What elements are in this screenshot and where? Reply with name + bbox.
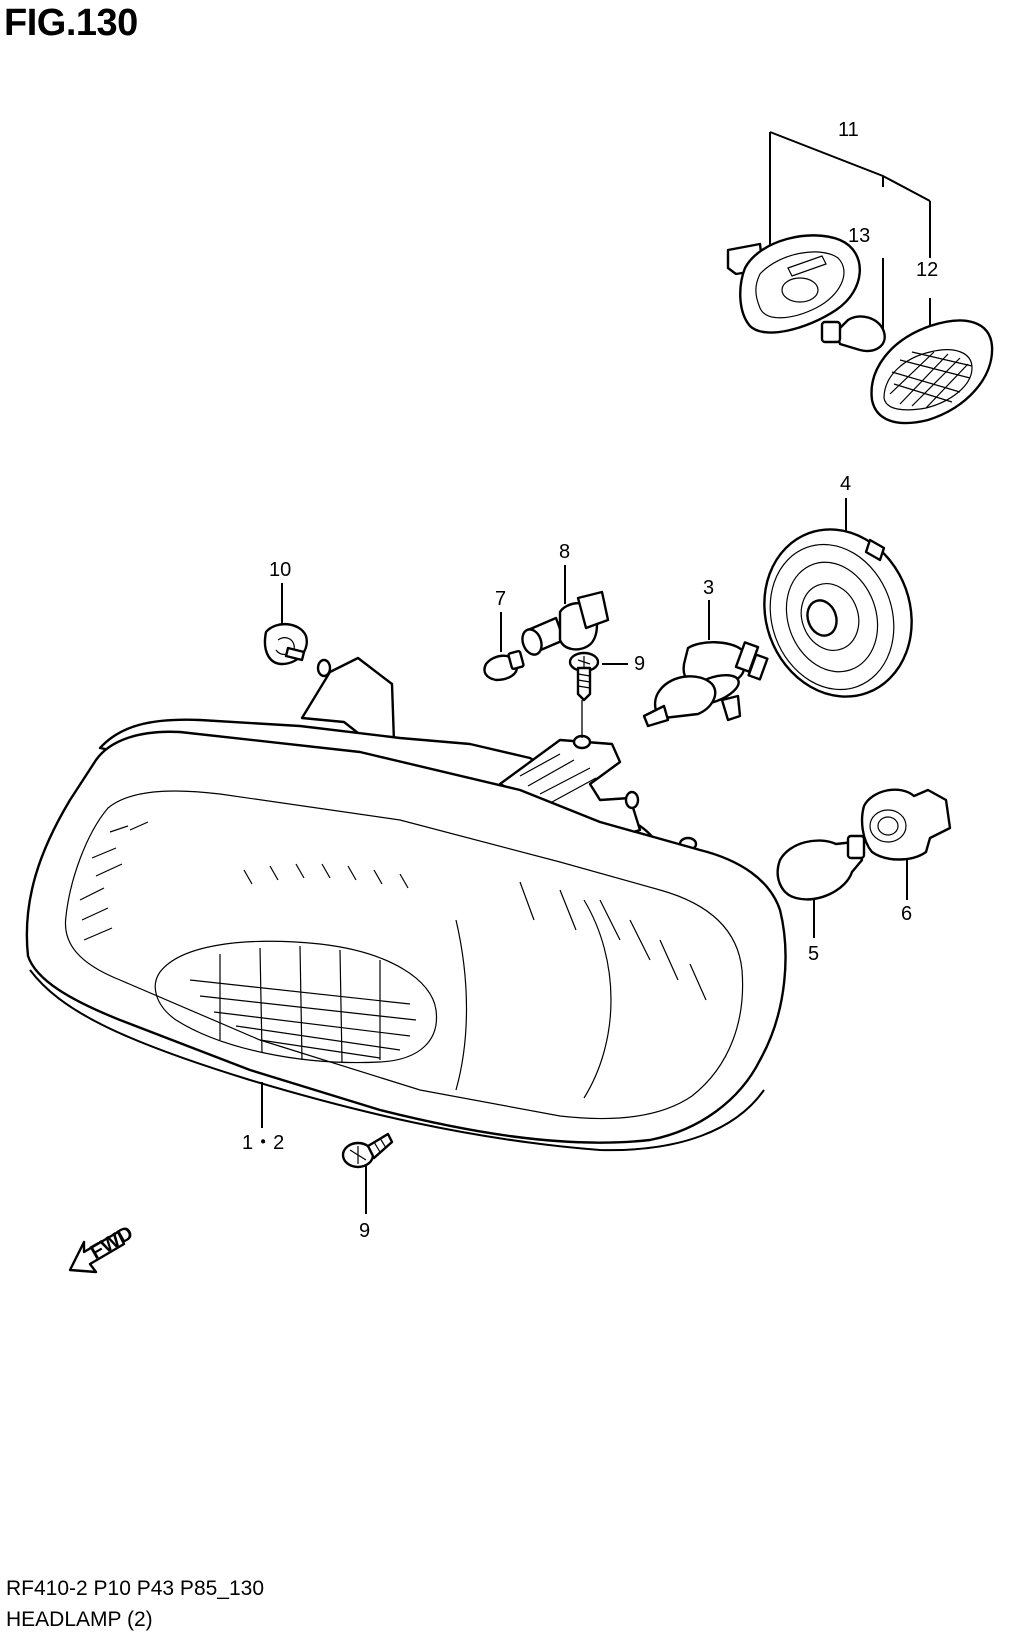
figure-name: HEADLAMP (2) <box>6 1608 153 1631</box>
leader-lines-11 <box>769 131 931 330</box>
side-marker-bulb <box>820 315 886 353</box>
callout-10: 10 <box>269 559 291 581</box>
callout-13: 13 <box>848 225 870 247</box>
side-marker-lens <box>870 319 994 425</box>
callout-7: 7 <box>495 588 506 610</box>
callout-6: 6 <box>901 903 912 925</box>
bulb-cover <box>763 498 913 698</box>
callout-9-upper: 9 <box>634 653 645 675</box>
fwd-label: FWD <box>87 1222 137 1264</box>
callout-9-lower: 9 <box>359 1220 370 1242</box>
callout-1-2: 1・2 <box>242 1132 284 1154</box>
lower-screw <box>341 1132 394 1214</box>
retaining-clip <box>263 583 308 666</box>
position-bulb-socket <box>521 565 610 656</box>
fwd-arrow-icon: FWD <box>68 1222 137 1274</box>
callout-5: 5 <box>808 943 819 965</box>
callout-11: 11 <box>838 119 859 141</box>
turn-signal-bulb <box>776 834 866 938</box>
callout-4: 4 <box>840 473 851 495</box>
callout-8: 8 <box>559 541 570 563</box>
figure-title: FIG.130 <box>4 2 138 44</box>
headlamp-assembly <box>25 656 787 1152</box>
callout-3: 3 <box>703 577 714 599</box>
figure-code: RF410-2 P10 P43 P85_130 <box>6 1577 265 1600</box>
headlamp-bulb <box>642 600 769 728</box>
turn-signal-socket <box>860 788 952 900</box>
callout-12: 12 <box>916 259 938 281</box>
upper-screw <box>568 651 628 702</box>
side-marker-socket <box>726 234 861 334</box>
position-bulb <box>483 612 525 682</box>
